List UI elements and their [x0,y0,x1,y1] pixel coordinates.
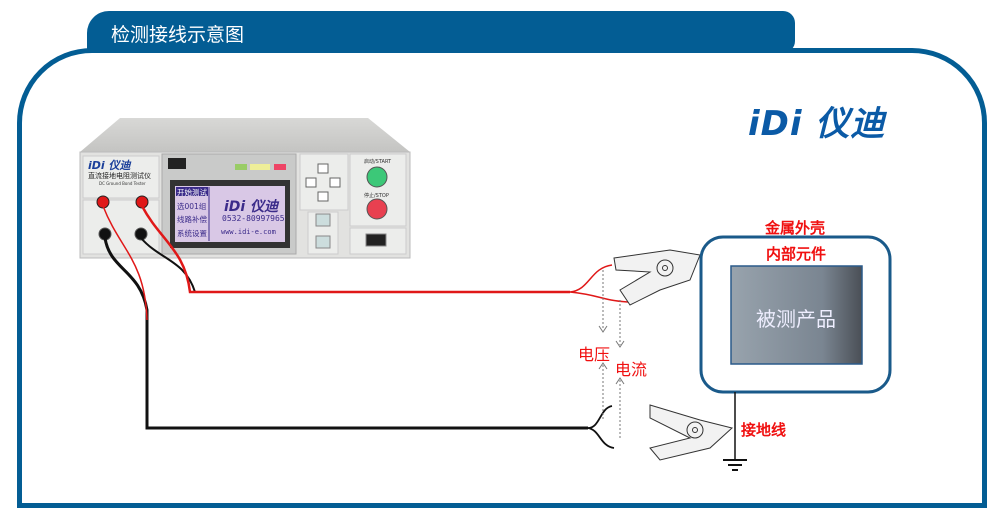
screen-website: www.idi-e.com [221,228,276,236]
label-product: 被测产品 [756,307,836,331]
brand-logo: iDi 仪迪 [748,104,886,144]
ground-icon [723,459,747,471]
red-wire-2 [102,205,148,321]
start-label: 启动/START [364,159,392,165]
label-metal-shell: 金属外壳 [765,219,826,237]
label-internal-parts: 内部元件 [766,245,827,263]
device-name-cn: 直流接地电阻测试仪 [88,172,151,180]
terminal-black-2 [134,227,148,241]
menu-settings: 系统设置 [177,228,207,238]
device-logo: iDi 仪迪 [88,159,131,172]
measurement-arrows [602,270,621,440]
top-clamp [613,249,701,306]
label-current: 电流 [615,360,648,379]
diagram-frame [17,48,987,508]
page-title: 检测接线示意图 [111,24,245,46]
device-name-en: DC Ground Bond Tester [99,181,146,186]
start-button [366,166,388,188]
menu-compensation: 线路补偿 [177,215,207,224]
stop-button [366,198,388,220]
title-tab: 检测接线示意图 [87,11,795,53]
internal-parts [730,265,863,365]
stop-label: 停止/STOP [364,193,389,199]
menu-start-test: 开始测试 [177,188,207,197]
black-wire-2 [140,237,196,293]
bottom-clamp [649,404,734,461]
screen-logo: iDi 仪迪 [224,199,279,215]
label-voltage: 电压 [578,345,611,364]
tester-device [79,118,411,259]
screen-menu: 开始测试 选001组 线路补偿 系统设置 [177,186,207,240]
red-wire [140,205,570,294]
label-ground-wire: 接地线 [741,421,787,439]
screen-phone: 0532-80997965 [222,214,285,223]
menu-group: 选001组 [177,201,207,211]
